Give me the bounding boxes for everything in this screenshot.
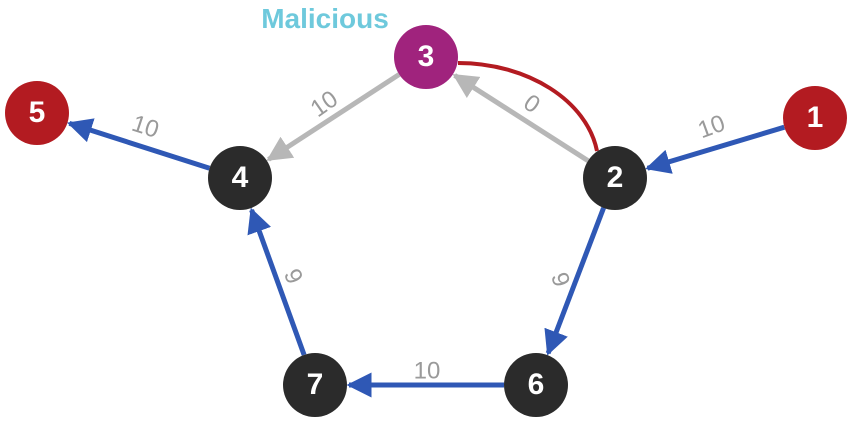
node-6: 6 [504,353,568,417]
edge-7-4 [247,207,307,356]
node-1-circle [783,86,847,150]
node-3-circle [394,25,458,89]
node-6-label: 6 [528,368,545,401]
node-2-circle [583,146,647,210]
node-5-circle [5,81,69,145]
node-6-circle [504,353,568,417]
node-7-label: 7 [307,368,324,401]
edge-4-5 [66,118,211,171]
edge-label-4-5: 10 [128,110,162,144]
edge-3-2 [457,61,599,152]
edge-label-7-4: 9 [278,265,308,289]
edge-label-1-2: 10 [694,110,728,145]
nodes-layer: 1 2 3 4 5 6 7 [5,25,847,417]
node-1-label: 1 [807,101,824,134]
node-2: 2 [583,146,647,210]
node-4-label: 4 [232,161,249,194]
node-1: 1 [783,86,847,150]
edge-1-2 [645,124,786,174]
malicious-tag: Malicious [261,3,389,34]
node-3: 3 [394,25,458,89]
edge-3-4 [266,72,401,162]
node-2-label: 2 [607,161,624,194]
node-5: 5 [5,81,69,145]
node-3-label: 3 [418,40,435,73]
edge-label-2-6: 9 [545,269,575,290]
edge-label-6-7: 10 [414,357,441,384]
edge-label-2-3: 0 [518,89,544,119]
node-4: 4 [208,146,272,210]
node-7: 7 [283,353,347,417]
node-4-circle [208,146,272,210]
edge-2-3 [452,73,590,163]
node-5-label: 5 [29,96,46,129]
node-7-circle [283,353,347,417]
edge-2-6 [544,207,606,356]
edges-layer [66,61,786,398]
